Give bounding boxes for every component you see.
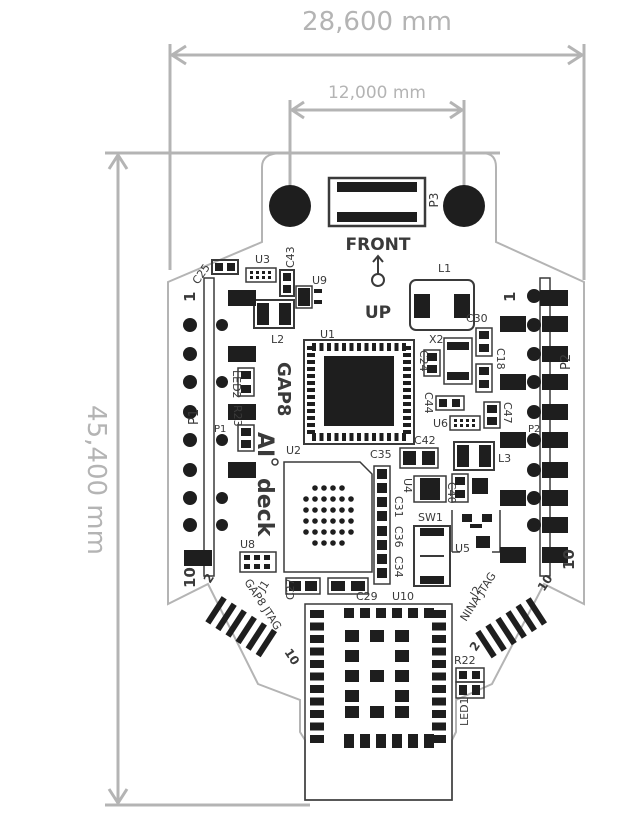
ref-p3: P3 [427, 193, 441, 208]
ref-p2: P2 [559, 354, 574, 370]
u9-footprint [295, 285, 322, 309]
r22-footprint [455, 667, 485, 683]
connector-p3 [327, 176, 427, 228]
ref-u4: U4 [401, 478, 414, 493]
front-label: FRONT [346, 235, 411, 255]
u4-pad-extra [472, 478, 488, 494]
u2-module [283, 461, 373, 573]
ref-l1: L1 [438, 262, 451, 275]
width-total-label: 28,600 mm [302, 7, 452, 37]
nina-jtag-label: NINA JTAG [458, 570, 499, 624]
p1-pin1-label: 1 [181, 292, 199, 302]
ref-c42: C42 [414, 434, 436, 447]
u3-footprint [245, 267, 277, 283]
ref-c34: C34 [392, 556, 405, 578]
height-total-label: 45,400 mm [81, 405, 111, 555]
c25-footprint [211, 259, 239, 275]
ai-label: AI [252, 432, 277, 457]
ref-c35: C35 [370, 448, 392, 461]
mounting-holes [269, 185, 485, 227]
width-holes-label: 12,000 mm [328, 83, 426, 103]
j1-pin10-label: 10 [281, 646, 302, 668]
ref-c18: C18 [494, 348, 507, 370]
degree-icon [271, 458, 279, 466]
u1-gap8-chip [303, 339, 415, 445]
p2-pin10-label: 10 [560, 549, 578, 570]
p1-header [183, 277, 256, 577]
ref-u8: U8 [240, 538, 255, 551]
p1-pin10-label: 10 [181, 567, 199, 588]
ref-c44: C44 [422, 392, 435, 414]
r23-footprint [237, 424, 255, 452]
u4-footprint [413, 475, 447, 503]
ref-u6: U6 [433, 417, 448, 430]
ref-u9: U9 [312, 274, 327, 287]
c47-footprint [483, 401, 501, 429]
ref-sw1: SW1 [418, 511, 443, 524]
c43-footprint [279, 269, 295, 297]
l1-footprint [409, 279, 475, 331]
j2-nina-jtag-header [475, 597, 547, 659]
dimension-lines [105, 44, 586, 807]
u8-footprint [239, 551, 277, 573]
up-label: UP [365, 303, 391, 323]
ref-u3: U3 [255, 253, 270, 266]
ref-r23: R23 [231, 405, 244, 427]
ref-r22: R22 [454, 654, 476, 667]
ref-p2-small: P2 [528, 424, 540, 435]
l3-footprint [453, 441, 495, 471]
c44-footprint [435, 395, 465, 411]
ref-c36: C36 [392, 526, 405, 548]
ref-u10: U10 [392, 590, 414, 603]
ref-c27: C27 [284, 578, 297, 600]
j2-pin10-label: 10 [535, 572, 556, 594]
c24-footprint [423, 349, 441, 377]
c27-footprint [285, 577, 321, 595]
ref-p1-small: P1 [214, 424, 226, 435]
ref-l3: L3 [498, 452, 511, 465]
deck-label: deck [252, 478, 277, 538]
u6-footprint [449, 415, 481, 431]
x2-footprint [443, 337, 473, 385]
ref-u1: U1 [320, 328, 335, 341]
ref-l2: L2 [271, 333, 284, 346]
ref-c43: C43 [284, 246, 297, 268]
ref-led1: LED1 [458, 697, 471, 726]
c18-footprint [475, 363, 493, 393]
ref-c47: C47 [501, 402, 514, 424]
p2-header [500, 277, 568, 577]
u10-nina-module [304, 603, 453, 801]
sw1-button [413, 525, 451, 587]
ref-u2: U2 [286, 444, 301, 457]
c40-footprint [451, 473, 469, 503]
gap8-label: GAP8 [273, 362, 294, 416]
ref-p1: P1 [187, 409, 202, 425]
ref-c29: C29 [356, 590, 378, 603]
ref-led2: LED2 [230, 370, 243, 399]
led2-footprint [237, 367, 255, 397]
ref-c30: C30 [466, 312, 488, 325]
cap-column [373, 465, 391, 585]
p2-pin1-label: 1 [501, 292, 519, 302]
c29-footprint [327, 577, 369, 595]
c42-footprint [399, 447, 439, 469]
led1-footprint [455, 681, 485, 699]
l2-footprint [253, 299, 295, 329]
j1-gap8-jtag-header [205, 596, 278, 658]
u5-footprint [451, 510, 501, 553]
up-arrow-icon [371, 254, 385, 287]
ref-x2: X2 [429, 333, 444, 346]
c30-footprint [475, 327, 493, 357]
ref-c31: C31 [392, 496, 405, 518]
ref-u5: U5 [455, 542, 470, 555]
